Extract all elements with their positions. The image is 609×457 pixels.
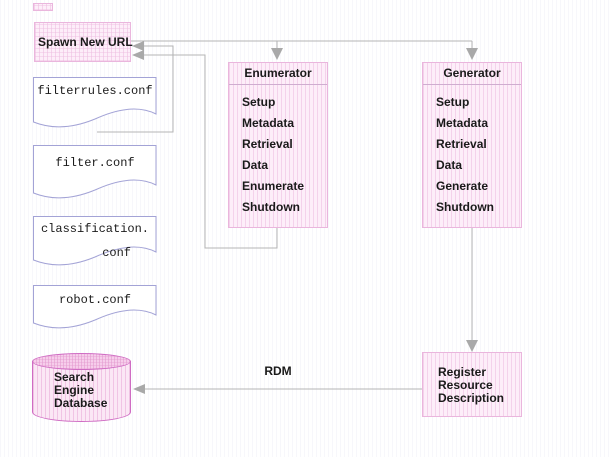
module-method: Metadata	[436, 116, 489, 130]
document-classification-conf: classification. conf	[33, 216, 157, 274]
module-title: Generator	[423, 63, 521, 85]
arrowhead-register	[466, 340, 478, 352]
document-shape	[33, 285, 157, 329]
rdm-arrow-label: RDM	[264, 364, 292, 378]
arrowhead-enumerator	[271, 48, 283, 60]
document-shape	[33, 216, 157, 266]
module-method: Data	[242, 158, 269, 172]
module-method-list: Setup Metadata Retrieval Data Enumerate …	[229, 85, 327, 218]
config-file-label: robot.conf	[58, 293, 131, 307]
enumerator-box: Enumerator Setup Metadata Retrieval Data…	[228, 62, 328, 228]
document-filterrules-conf: filterrules.conf	[33, 77, 157, 137]
module-method: Shutdown	[242, 200, 300, 214]
document-filter-conf: filter.conf	[33, 145, 157, 207]
arrowhead-spawn-upper	[132, 41, 144, 51]
config-file-label: classification. conf	[40, 222, 150, 260]
module-method: Generate	[436, 179, 489, 193]
module-method: Shutdown	[436, 200, 494, 214]
spawn-new-url-label: Spawn New URL	[38, 35, 133, 49]
arrowhead-spawn-lower	[132, 50, 144, 60]
search-engine-database-cylinder	[32, 361, 131, 422]
module-method: Metadata	[242, 116, 295, 130]
pink-artifact	[33, 3, 53, 11]
database-cylinder-top-ellipse	[32, 353, 131, 370]
module-method: Retrieval	[436, 137, 487, 151]
register-resource-description-box: Register Resource Description	[422, 352, 522, 417]
config-file-label: filterrules.conf	[37, 84, 153, 98]
document-shape	[33, 145, 157, 199]
document-robot-conf: robot.conf	[33, 285, 157, 337]
search-engine-database-label: Search Engine Database	[54, 370, 108, 410]
module-method: Setup	[436, 95, 470, 109]
module-method: Enumerate	[242, 179, 305, 193]
generator-box: Generator Setup Metadata Retrieval Data …	[422, 62, 522, 228]
module-method: Data	[436, 158, 463, 172]
module-method-list: Setup Metadata Retrieval Data Generate S…	[423, 85, 521, 218]
arrowhead-database	[133, 384, 145, 394]
arrowhead-generator	[466, 48, 478, 60]
module-method: Retrieval	[242, 137, 293, 151]
module-title: Enumerator	[229, 63, 327, 85]
config-file-label: filter.conf	[55, 156, 135, 170]
spawn-new-url-box: Spawn New URL	[34, 22, 133, 62]
module-method: Setup	[242, 95, 276, 109]
